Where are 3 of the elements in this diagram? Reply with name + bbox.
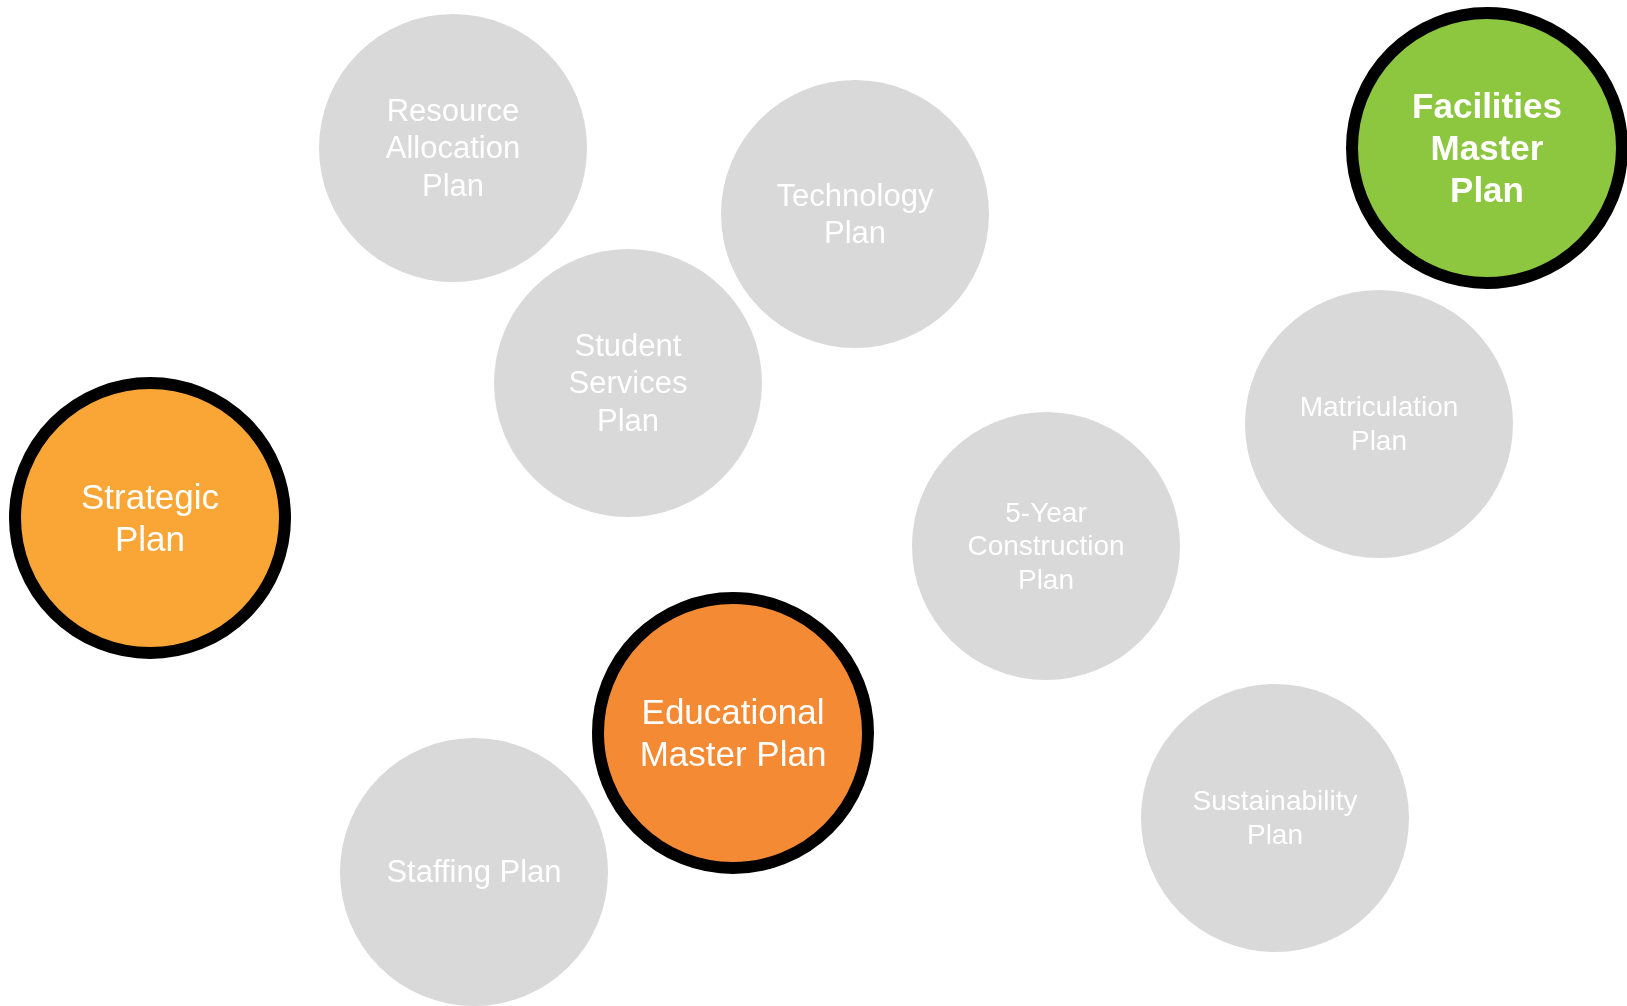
plan-label: Strategic Plan bbox=[79, 476, 221, 560]
plan-label: Educational Master Plan bbox=[638, 691, 828, 775]
plan-label: Facilities Master Plan bbox=[1411, 85, 1563, 211]
